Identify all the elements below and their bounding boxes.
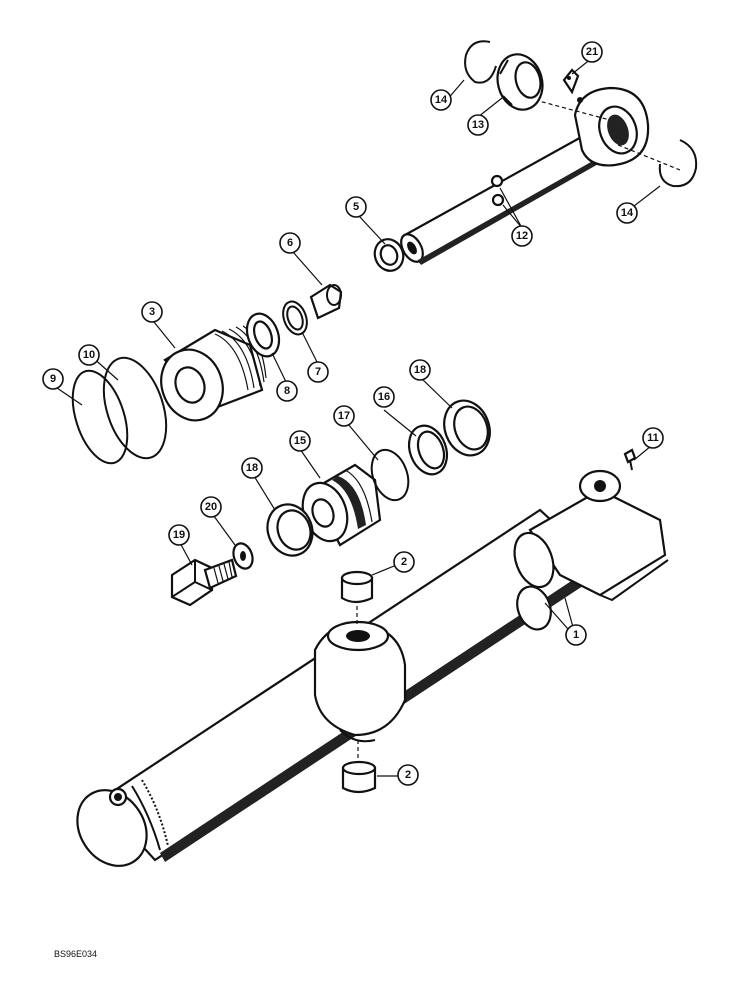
- callout-19: 19: [168, 524, 190, 546]
- callout-1: 1: [565, 624, 587, 646]
- spherical-bearing: [496, 53, 544, 111]
- callout-5: 5: [345, 196, 367, 218]
- callout-13: 13: [467, 114, 489, 136]
- callout-14-left: 14: [430, 89, 452, 111]
- callout-17: 17: [333, 405, 355, 427]
- svg-text:1: 1: [573, 629, 579, 641]
- svg-text:7: 7: [315, 366, 321, 378]
- callout-8: 8: [276, 380, 298, 402]
- svg-text:6: 6: [287, 237, 293, 249]
- hex-bolt: [170, 558, 238, 607]
- callout-9: 9: [42, 368, 64, 390]
- svg-text:18: 18: [246, 462, 258, 474]
- svg-text:8: 8: [284, 385, 290, 397]
- callout-18-right: 18: [409, 359, 431, 381]
- gland-head: [160, 325, 267, 422]
- svg-text:5: 5: [353, 201, 359, 213]
- callout-11: 11: [642, 427, 664, 449]
- svg-text:2: 2: [401, 556, 407, 568]
- callout-16: 16: [373, 386, 395, 408]
- cylinder-barrel: [76, 469, 669, 867]
- svg-text:2: 2: [405, 769, 411, 781]
- callout-14-right: 14: [616, 202, 638, 224]
- svg-text:21: 21: [586, 46, 598, 58]
- callout-10: 10: [78, 344, 100, 366]
- svg-text:18: 18: [414, 364, 426, 376]
- svg-text:13: 13: [472, 119, 484, 131]
- callout-20: 20: [200, 496, 222, 518]
- callout-21: 21: [581, 41, 603, 63]
- reference-code: BS96E034: [54, 949, 97, 959]
- callout-2-top: 2: [393, 551, 415, 573]
- svg-text:14: 14: [435, 94, 448, 106]
- callout-15: 15: [289, 430, 311, 452]
- piston: [301, 463, 382, 547]
- svg-text:3: 3: [149, 306, 155, 318]
- svg-text:10: 10: [83, 349, 95, 361]
- callout-2-bottom: 2: [397, 764, 419, 786]
- callout-12: 12: [511, 225, 533, 247]
- callout-6: 6: [279, 232, 301, 254]
- bushing-top: [340, 570, 374, 604]
- svg-text:12: 12: [516, 230, 528, 242]
- svg-text:19: 19: [173, 529, 185, 541]
- svg-text:16: 16: [378, 391, 390, 403]
- svg-text:14: 14: [621, 207, 634, 219]
- svg-text:20: 20: [205, 501, 217, 513]
- callout-3: 3: [141, 301, 163, 323]
- svg-text:11: 11: [647, 432, 659, 444]
- svg-text:15: 15: [294, 435, 306, 447]
- callout-7: 7: [307, 361, 329, 383]
- bushing-bottom: [341, 760, 377, 794]
- svg-text:17: 17: [338, 410, 350, 422]
- svg-text:9: 9: [50, 373, 56, 385]
- callout-18-left: 18: [241, 457, 263, 479]
